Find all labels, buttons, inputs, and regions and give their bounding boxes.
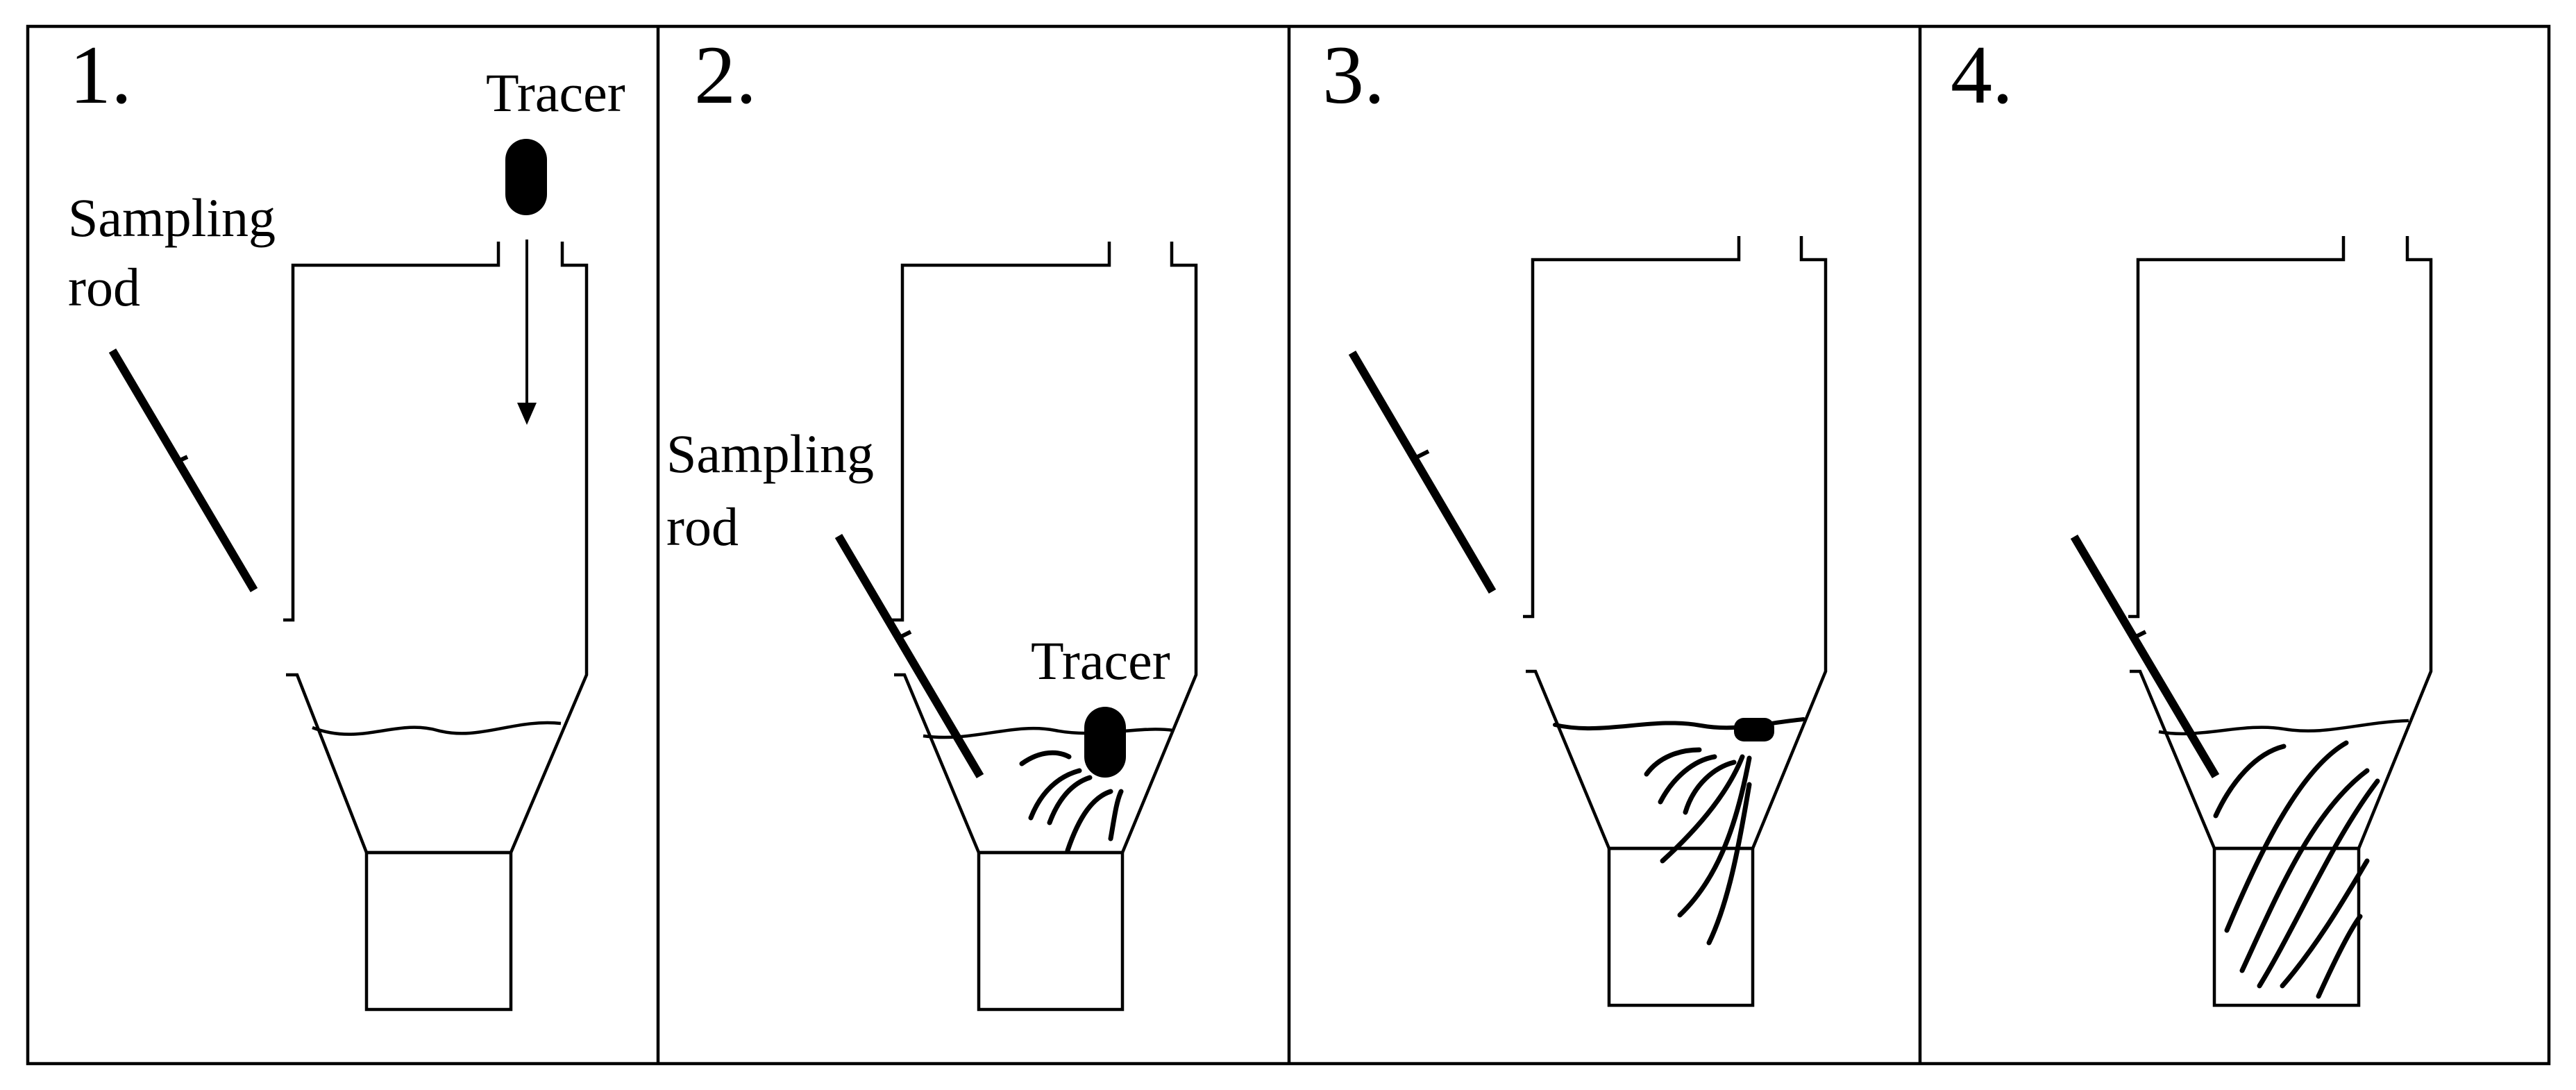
hopper-left-wall (1523, 236, 1741, 619)
sampling-rod-label-line2: rod (666, 496, 739, 557)
hopper (892, 242, 1198, 1012)
panel-1: 1. Tracer Sampling rod (68, 28, 625, 1012)
sampling-rod-label-line1: Sampling (68, 187, 276, 248)
sampling-rod-label-line1: Sampling (666, 424, 874, 484)
bed-surface (923, 726, 1174, 739)
tracer-label: Tracer (1031, 630, 1170, 691)
sampling-rod-label-line2: rod (68, 257, 140, 317)
tracer-capsule (505, 139, 547, 215)
hopper-right-wall-and-cone (894, 242, 1198, 855)
sampling-rod (1348, 350, 1497, 594)
tracer-capsule (1734, 718, 1774, 741)
panel-4: 4. (1951, 28, 2433, 1007)
panel-3: 3. (1322, 28, 1828, 1007)
bed-surface (2158, 719, 2409, 736)
tracer-label: Tracer (486, 62, 625, 123)
panel-number: 4. (1951, 28, 2013, 121)
panel-number: 1. (69, 28, 132, 121)
hopper-outlet-box (2212, 846, 2361, 1007)
flow-lines (1644, 747, 1752, 946)
hopper (283, 242, 589, 1012)
hopper-outlet-box (977, 850, 1125, 1012)
flow-lines (1019, 750, 1124, 853)
hopper-outlet-box (364, 850, 513, 1012)
hopper-left-wall (892, 242, 1111, 622)
hopper-outlet-box (1607, 846, 1755, 1007)
hopper-left-wall (2128, 236, 2346, 619)
sampling-rod (2070, 534, 2220, 779)
sampling-rod (834, 533, 984, 779)
hopper (1523, 236, 1828, 1007)
panel-frame (26, 24, 2551, 1066)
hopper-right-wall-and-cone (2130, 236, 2433, 850)
drop-arrow (517, 240, 537, 425)
panel-number: 2. (694, 28, 757, 121)
tracer-capsule (1084, 707, 1126, 778)
panel-2: 2. Sampling rod Tracer (666, 28, 1198, 1012)
bed-surface (312, 721, 562, 736)
hopper-left-wall (283, 242, 500, 622)
sampling-rod (108, 348, 258, 593)
hopper-right-wall-and-cone (1526, 236, 1828, 850)
flow-lines (2213, 740, 2380, 999)
hopper-right-wall-and-cone (286, 242, 589, 855)
hopper (2128, 236, 2433, 1007)
panel-number: 3. (1322, 28, 1385, 121)
